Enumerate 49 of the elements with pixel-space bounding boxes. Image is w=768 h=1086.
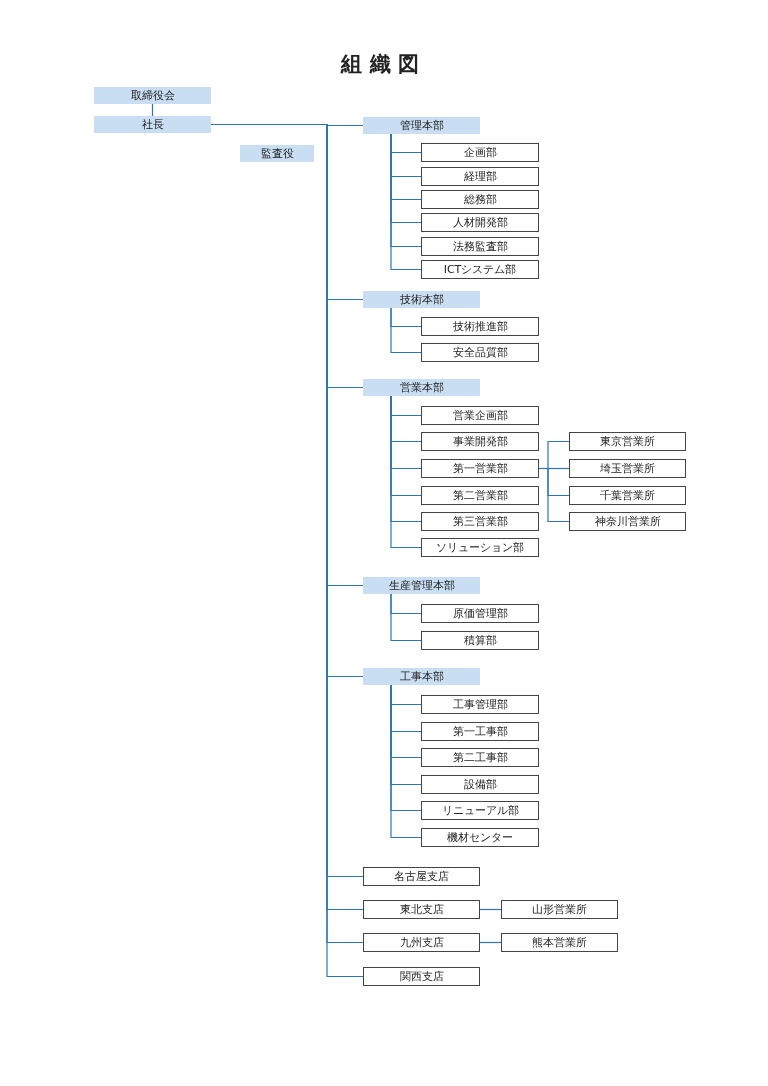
department-box: 第三営業部 bbox=[421, 512, 539, 531]
unit-header-box: 技術本部 bbox=[363, 291, 480, 308]
department-box: 名古屋支店 bbox=[363, 867, 480, 886]
department-box: 神奈川営業所 bbox=[569, 512, 686, 531]
department-box: 第一工事部 bbox=[421, 722, 539, 741]
connector-line bbox=[390, 307, 422, 354]
department-box: 経理部 bbox=[421, 167, 539, 186]
department-box: ソリューション部 bbox=[421, 538, 539, 557]
department-box: 第二営業部 bbox=[421, 486, 539, 505]
department-box: 関西支店 bbox=[363, 967, 480, 986]
unit-header-box: 生産管理本部 bbox=[363, 577, 480, 594]
connector-line bbox=[390, 593, 422, 642]
department-box: 企画部 bbox=[421, 143, 539, 162]
department-box: 原価管理部 bbox=[421, 604, 539, 623]
connector-line bbox=[538, 467, 570, 523]
unit-header-box: 工事本部 bbox=[363, 668, 480, 685]
department-box: 九州支店 bbox=[363, 933, 480, 952]
department-box: 第二工事部 bbox=[421, 748, 539, 767]
connector-line bbox=[479, 908, 502, 911]
connector-line bbox=[390, 395, 422, 549]
unit-header-box: 社長 bbox=[94, 116, 211, 133]
department-box: 法務監査部 bbox=[421, 237, 539, 256]
department-box: 総務部 bbox=[421, 190, 539, 209]
unit-header-box: 監査役 bbox=[240, 145, 314, 162]
department-box: 営業企画部 bbox=[421, 406, 539, 425]
unit-header-box: 営業本部 bbox=[363, 379, 480, 396]
department-box: 積算部 bbox=[421, 631, 539, 650]
department-box: 東京営業所 bbox=[569, 432, 686, 451]
department-box: 熊本営業所 bbox=[501, 933, 618, 952]
department-box: 千葉営業所 bbox=[569, 486, 686, 505]
department-box: 東北支店 bbox=[363, 900, 480, 919]
department-box: ICTシステム部 bbox=[421, 260, 539, 279]
department-box: 安全品質部 bbox=[421, 343, 539, 362]
connector-line bbox=[479, 941, 502, 944]
department-box: 事業開発部 bbox=[421, 432, 539, 451]
department-box: 人材開発部 bbox=[421, 213, 539, 232]
unit-header-box: 取締役会 bbox=[94, 87, 211, 104]
connector-line bbox=[390, 684, 422, 839]
department-box: 工事管理部 bbox=[421, 695, 539, 714]
department-box: 山形営業所 bbox=[501, 900, 618, 919]
diagram-title: 組織図 bbox=[339, 51, 428, 78]
department-box: 機材センター bbox=[421, 828, 539, 847]
connector-line bbox=[390, 133, 422, 271]
unit-header-box: 管理本部 bbox=[363, 117, 480, 134]
department-box: リニューアル部 bbox=[421, 801, 539, 820]
department-box: 第一営業部 bbox=[421, 459, 539, 478]
department-box: 技術推進部 bbox=[421, 317, 539, 336]
department-box: 埼玉営業所 bbox=[569, 459, 686, 478]
department-box: 設備部 bbox=[421, 775, 539, 794]
